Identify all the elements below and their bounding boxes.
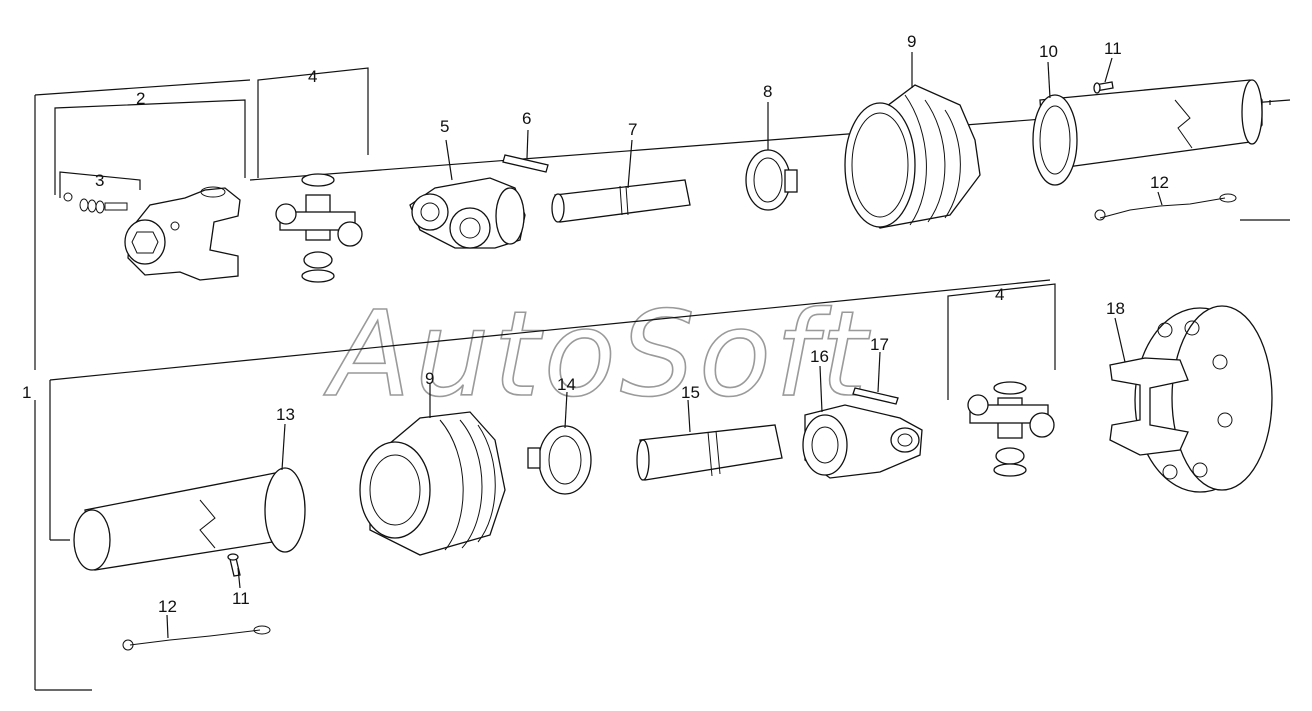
spring-pin-part-17 — [852, 387, 899, 405]
callout-4-bottom: 4 — [995, 285, 1004, 304]
bearing-ring-part-8 — [745, 149, 798, 211]
callout-12-bottom: 12 — [158, 597, 177, 616]
callout-1: 1 — [22, 383, 31, 402]
callout-6: 6 — [522, 109, 531, 128]
callout-10: 10 — [1039, 42, 1058, 61]
bracket-cross-4-bottom — [947, 283, 1056, 400]
callout-9-bottom: 9 — [425, 369, 434, 388]
bracket-group-3 — [59, 171, 141, 198]
pin-set-part-3 — [63, 192, 128, 214]
guard-tube-part-13 — [73, 467, 306, 571]
callout-11-bottom: 11 — [232, 589, 250, 608]
callout-16: 16 — [810, 347, 829, 366]
yoke-part-16 — [802, 404, 923, 479]
screw-part-11-top — [1093, 81, 1114, 94]
flange-yoke-part-18 — [1109, 305, 1273, 493]
bearing-ring-part-14 — [527, 425, 592, 495]
callout-15: 15 — [681, 383, 700, 402]
leader-lines — [166, 52, 1163, 639]
protective-boot-part-9-bottom — [359, 411, 506, 556]
callout-13: 13 — [276, 405, 295, 424]
inner-tube-part-15 — [636, 424, 783, 481]
callout-5: 5 — [440, 117, 449, 136]
inner-tube-part-7 — [551, 179, 691, 223]
callout-2: 2 — [136, 89, 145, 108]
callout-3: 3 — [95, 171, 104, 190]
spring-pin-part-6 — [502, 154, 549, 173]
splined-yoke-part-2 — [124, 186, 241, 281]
universal-cross-part-4-bottom — [967, 381, 1055, 477]
callout-4-top: 4 — [308, 67, 317, 86]
universal-cross-part-4-top — [275, 173, 363, 283]
callout-12-top: 12 — [1150, 173, 1169, 192]
guard-tube-part-10 — [1032, 79, 1263, 186]
yoke-part-5 — [409, 177, 526, 249]
callout-11-top: 11 — [1104, 39, 1122, 58]
callout-14: 14 — [557, 375, 576, 394]
callout-17: 17 — [870, 335, 889, 354]
callout-7: 7 — [628, 120, 637, 139]
safety-chain-part-12-top — [1094, 193, 1237, 221]
bracket-cross-4-top — [257, 67, 369, 178]
safety-chain-part-12-bottom — [122, 625, 271, 651]
bracket-group-2 — [54, 99, 246, 195]
callout-8: 8 — [763, 82, 772, 101]
callout-18: 18 — [1106, 299, 1125, 318]
lower-assembly-band — [34, 279, 1051, 691]
callout-9-top: 9 — [907, 32, 916, 51]
protective-boot-part-9-top — [844, 84, 981, 229]
